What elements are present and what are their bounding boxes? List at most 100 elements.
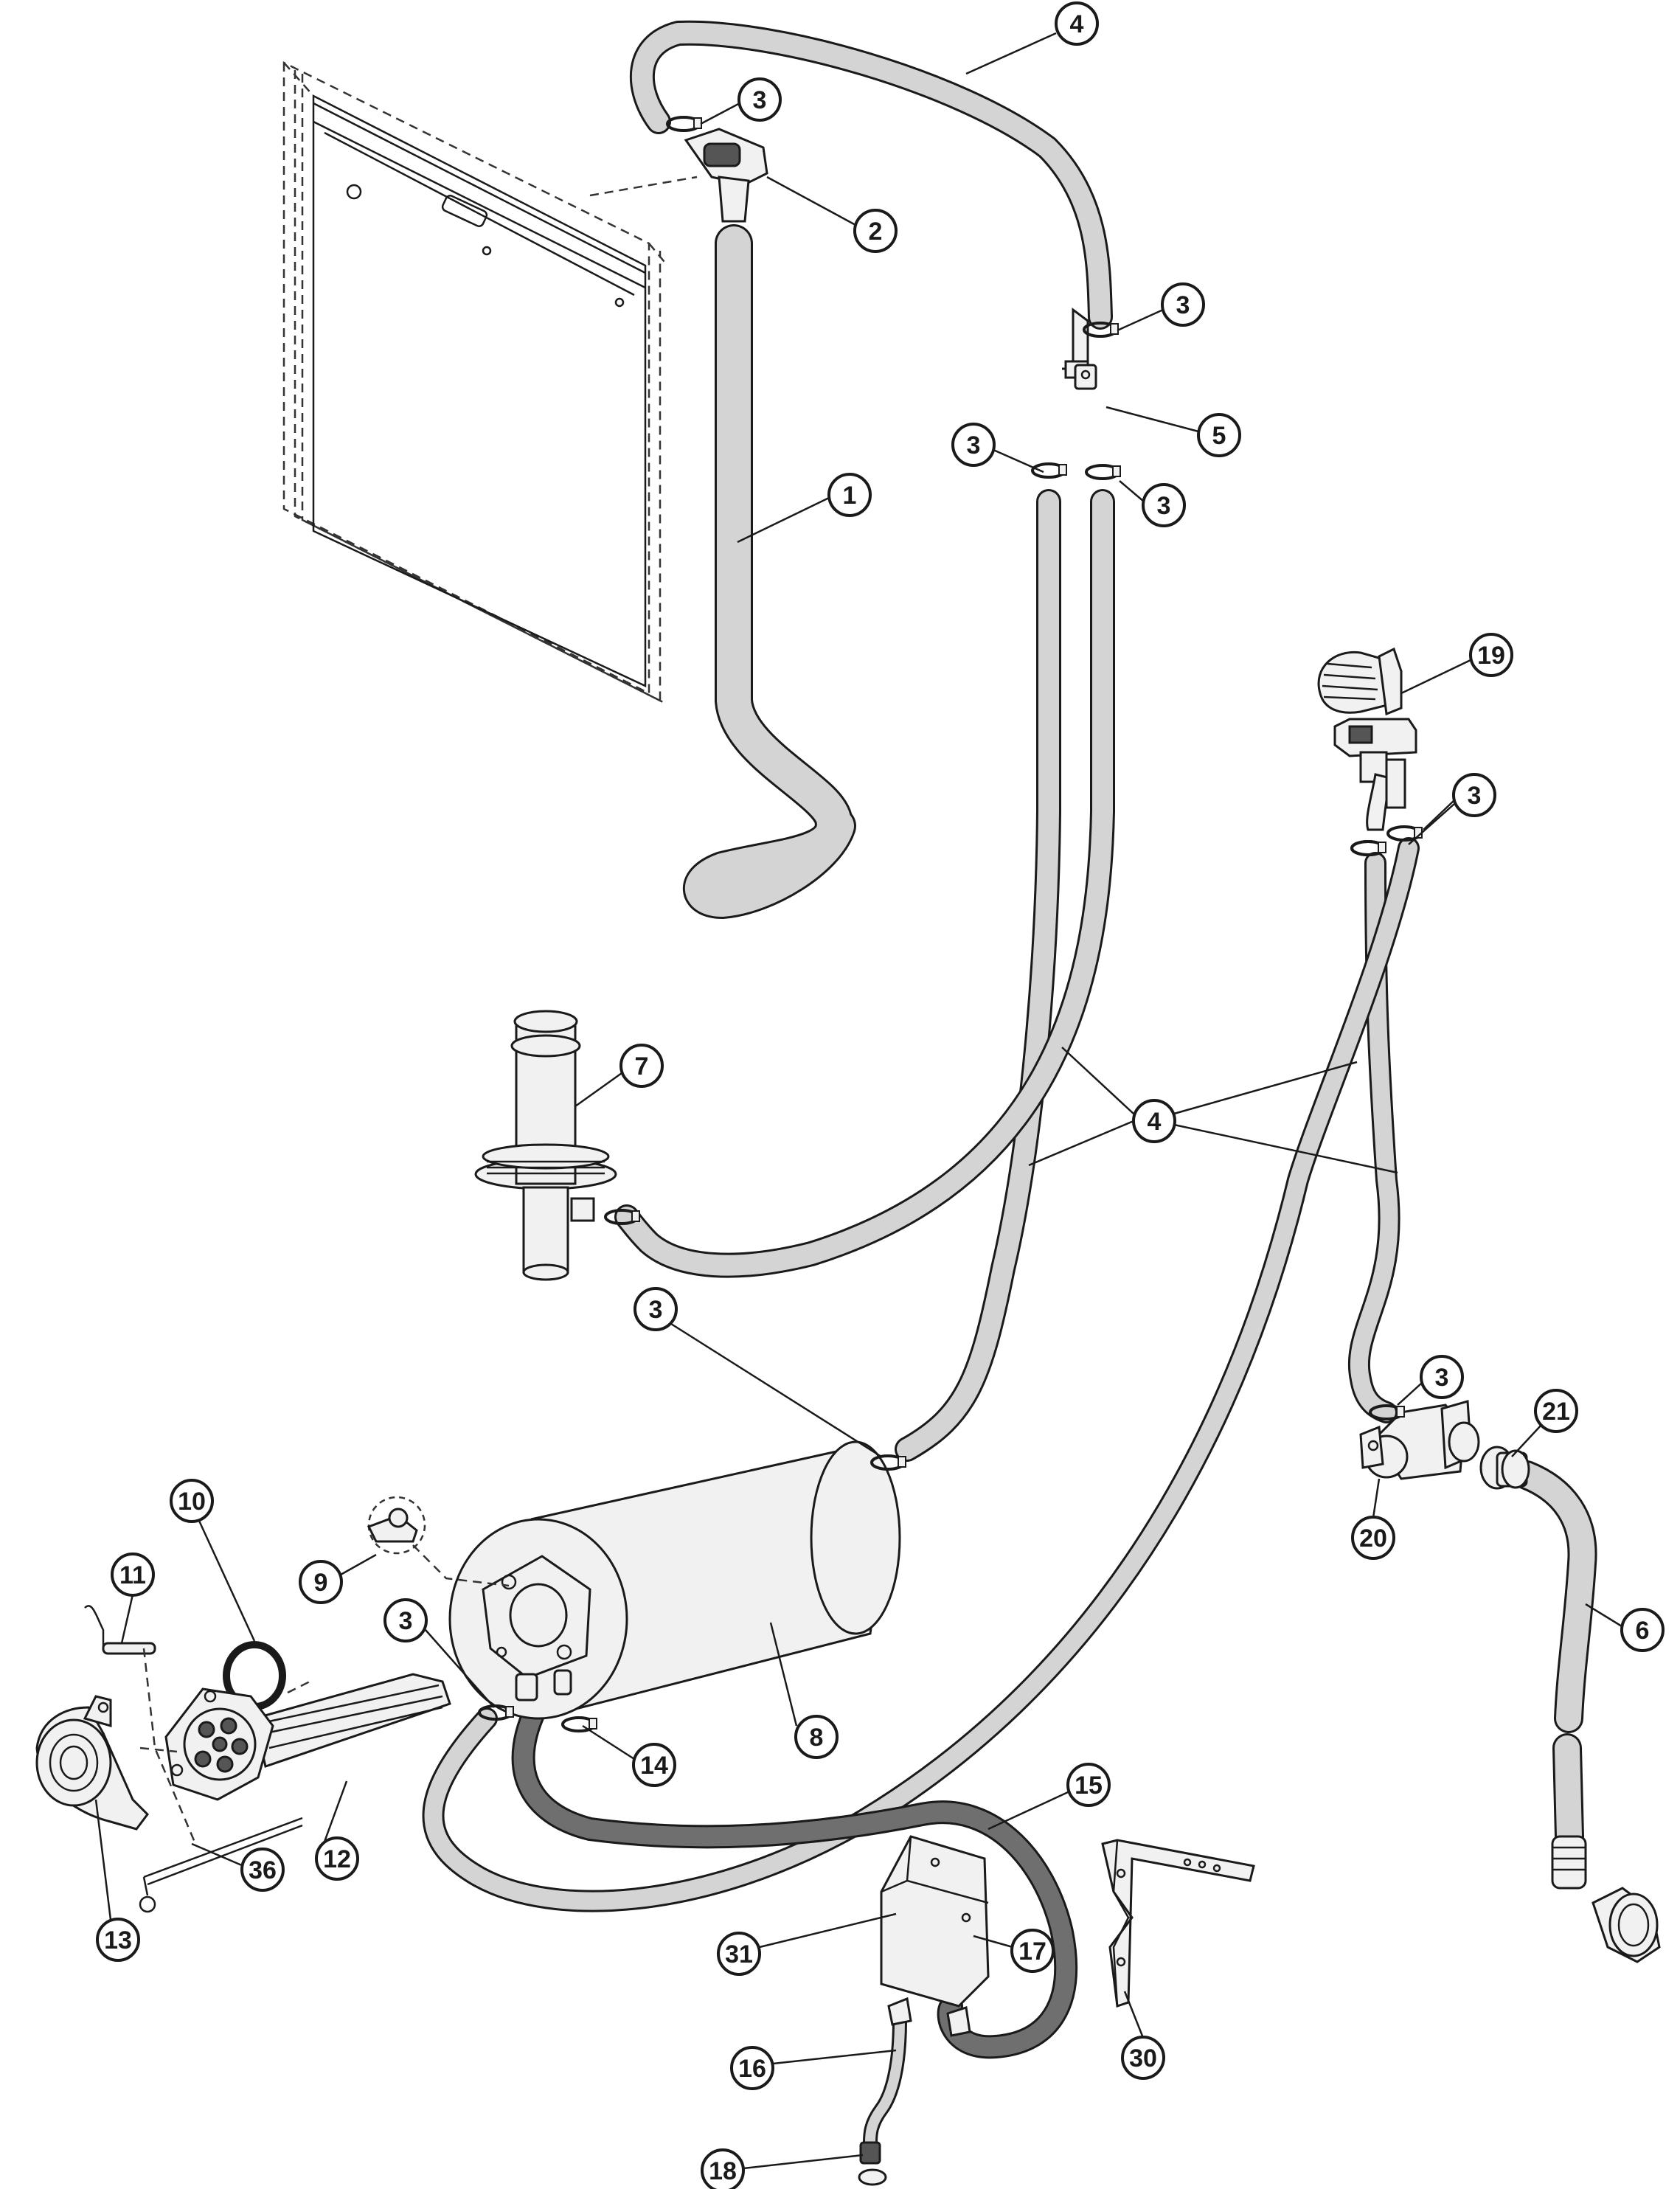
callout-circle — [1132, 1099, 1176, 1143]
callout-circle — [1351, 1516, 1395, 1560]
leader-line — [769, 1622, 798, 1727]
drain-pump — [880, 1835, 990, 2037]
callout-number: 3 — [649, 1296, 663, 1324]
leader-line — [965, 32, 1057, 75]
side-panel — [282, 60, 698, 706]
leader-line — [1408, 803, 1455, 845]
callout-7: 7 — [619, 1044, 664, 1088]
callout-19: 19 — [1469, 633, 1513, 677]
leader-line — [1173, 1061, 1358, 1115]
leader-line — [1119, 480, 1145, 502]
leader-line — [120, 1594, 134, 1644]
callout-3: 3 — [383, 1598, 428, 1642]
callout-circle — [1010, 1929, 1055, 1973]
callout-number: 3 — [1157, 492, 1171, 520]
callout-number: 16 — [738, 2055, 766, 2083]
hose-clamp — [1350, 840, 1386, 856]
fill-valve — [1317, 647, 1417, 831]
callout-circle — [315, 1836, 359, 1881]
callout-number: 5 — [1212, 422, 1226, 450]
hose-clamp — [1031, 462, 1067, 479]
callout-circle — [170, 1479, 214, 1523]
callout-6: 6 — [1620, 1608, 1665, 1652]
probe-wire — [139, 1648, 310, 1913]
callout-circle — [619, 1044, 664, 1088]
callout-number: 4 — [1148, 1108, 1162, 1136]
leader-line — [743, 2154, 864, 2170]
leader-line — [1173, 1123, 1398, 1174]
callout-circle — [632, 1743, 676, 1787]
callout-number: 20 — [1359, 1524, 1387, 1553]
callout-3: 3 — [1161, 282, 1205, 327]
leader-line — [191, 1842, 244, 1867]
callout-number: 1 — [843, 482, 857, 510]
callout-4: 4 — [1132, 1099, 1176, 1143]
callout-31: 31 — [717, 1932, 761, 1976]
callout-number: 14 — [640, 1752, 668, 1780]
fill-hose-right — [422, 837, 1420, 1912]
callout-1: 1 — [827, 473, 872, 517]
callout-17: 17 — [1010, 1929, 1055, 1973]
leader-line — [1511, 1424, 1542, 1457]
callout-circle — [1620, 1608, 1665, 1652]
callout-18: 18 — [701, 2148, 745, 2189]
leader-line — [1400, 659, 1471, 695]
callout-number: 31 — [725, 1940, 753, 1968]
callout-11: 11 — [111, 1553, 155, 1597]
hose-clamp — [1085, 464, 1121, 480]
leader-line — [766, 176, 856, 226]
inlet-fitting — [1479, 1446, 1530, 1490]
drain-pipe — [683, 224, 856, 919]
leader-line — [1123, 1991, 1145, 2039]
leader-line — [340, 1553, 377, 1576]
callout-number: 12 — [323, 1845, 351, 1873]
callout-3: 3 — [951, 423, 996, 467]
callout-circle — [240, 1848, 285, 1892]
pin — [84, 1605, 156, 1655]
callout-circle — [634, 1287, 678, 1331]
callout-number: 19 — [1477, 642, 1505, 670]
callout-circle — [1161, 282, 1205, 327]
callout-10: 10 — [170, 1479, 214, 1523]
callout-circle — [299, 1560, 343, 1604]
leader-lines — [94, 32, 1622, 2170]
leader-line — [670, 1322, 882, 1458]
leader-line — [772, 2049, 897, 2065]
drain-hose — [511, 1685, 1078, 2059]
callout-21: 21 — [1534, 1389, 1578, 1433]
callout-8: 8 — [794, 1715, 839, 1759]
callout-number: 4 — [1070, 10, 1084, 38]
callout-circle — [1197, 413, 1241, 457]
callout-number: 3 — [1176, 291, 1190, 319]
callout-number: 3 — [967, 431, 981, 459]
callout-circle — [717, 1932, 761, 1976]
element-cap — [35, 1695, 149, 1831]
inlet-valve — [1359, 1400, 1480, 1480]
u-connector — [1062, 308, 1097, 390]
callout-number: 13 — [104, 1926, 132, 1954]
hoses — [422, 20, 1597, 2150]
callout-number: 3 — [1468, 782, 1482, 810]
hose-clamps — [478, 116, 1423, 1732]
callout-circle — [1452, 773, 1496, 817]
sensor-cable — [863, 2013, 907, 2150]
callout-12: 12 — [315, 1836, 359, 1881]
callout-15: 15 — [1066, 1763, 1111, 1807]
callout-circle — [853, 209, 898, 253]
leader-line — [582, 1724, 635, 1760]
callout-number: 30 — [1129, 2044, 1157, 2072]
callout-number: 21 — [1542, 1398, 1570, 1426]
callout-circle — [737, 77, 782, 122]
leader-line — [973, 1935, 1013, 1949]
thermostat-bracket — [367, 1496, 510, 1587]
callout-number: 9 — [314, 1569, 328, 1597]
leader-line — [1585, 1603, 1622, 1628]
heater-element — [164, 1673, 451, 1801]
leader-line — [94, 1799, 112, 1921]
leader-line — [993, 448, 1044, 473]
water-tank — [448, 1440, 901, 1720]
vent-hose-right — [614, 489, 1115, 1278]
leader-line — [737, 496, 830, 544]
callout-number: 10 — [178, 1488, 206, 1516]
